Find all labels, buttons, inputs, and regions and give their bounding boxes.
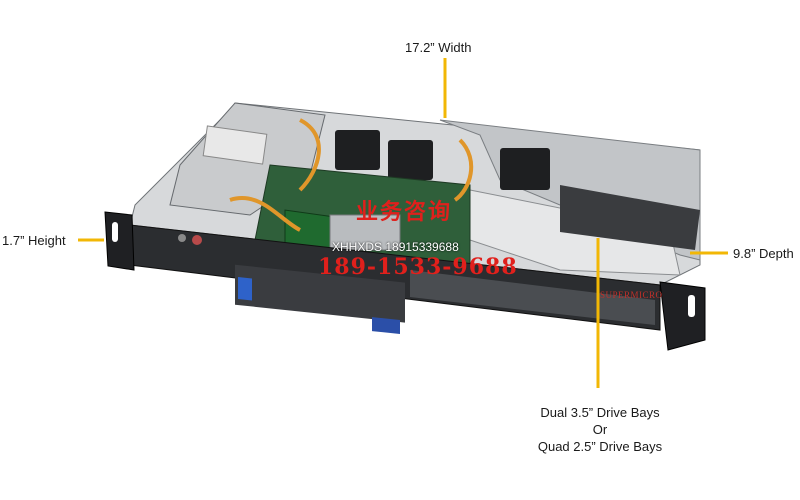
heatsink — [329, 214, 401, 251]
reset-button — [178, 234, 186, 242]
rack-ear-left — [104, 211, 135, 271]
power-button — [192, 235, 202, 245]
front-panel-mesh — [410, 270, 655, 325]
rack-ear-right-slot — [688, 295, 695, 317]
watermark-contact: XHHXDS 18915339688 — [332, 240, 459, 254]
rack-ear-left-slot — [112, 222, 118, 242]
drive-bays-line-2: Or — [592, 422, 608, 437]
rack-ear-right — [659, 281, 706, 351]
vga-port — [372, 317, 400, 335]
fan-1 — [335, 130, 380, 170]
drive-bays-caption: Dual 3.5” Drive Bays Or Quad 2.5” Drive … — [525, 404, 675, 455]
drive-bay-plate — [560, 185, 700, 250]
drive-bays-line-1: Dual 3.5” Drive Bays — [540, 405, 660, 420]
usb-ports — [238, 277, 252, 301]
width-label: 17.2” Width — [405, 40, 472, 55]
drive-bays-line-3: Quad 2.5” Drive Bays — [537, 439, 663, 454]
watermark-chinese: 业务咨询 — [356, 199, 453, 225]
psu-label — [202, 125, 268, 165]
depth-label: 9.8” Depth — [733, 246, 794, 261]
brand-logo: SUPERMICRO — [600, 290, 663, 300]
fan-3 — [500, 148, 550, 190]
io-ports — [235, 264, 405, 323]
cables — [229, 118, 474, 232]
watermark-phone: 189-1533-9688 — [318, 254, 518, 280]
height-label: 1.7” Height — [2, 233, 66, 248]
fan-2 — [388, 140, 433, 180]
